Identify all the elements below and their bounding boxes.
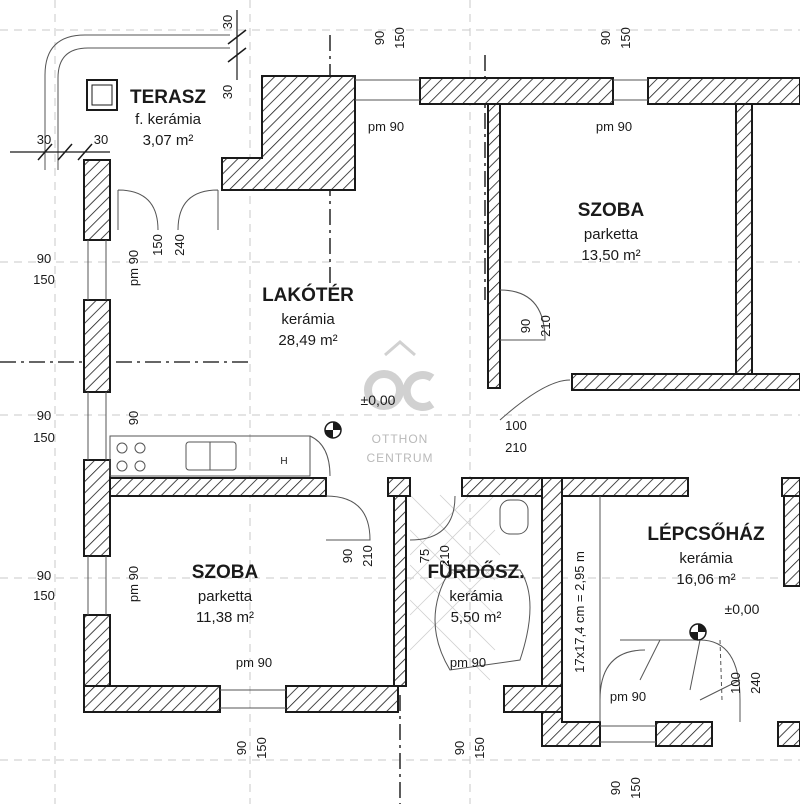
dim-label: 150: [628, 777, 643, 799]
watermark-line2: CENTRUM: [367, 451, 434, 465]
otthon-centrum-logo: [364, 340, 435, 411]
dim-label: pm 90: [126, 250, 141, 286]
dim-label: 30: [94, 132, 108, 147]
room-name-bedroom-2: SZOBA: [192, 562, 259, 583]
watermark-line1: OTTHON: [372, 432, 429, 446]
room-area-bedroom-1: 13,50 m²: [581, 247, 640, 264]
dimension-labels: 30 30 pm 90 pm 90 90 150 90 150 90 150 1…: [33, 119, 646, 704]
dim-label: pm 90: [596, 119, 632, 134]
dim-label: pm 90: [236, 655, 272, 670]
dimension-ticks: [10, 10, 247, 161]
dim-label: 210: [505, 440, 527, 455]
dimension-labels-vertical: 30 30 90 150 90 150 150 240 pm 90 90 90 …: [126, 15, 763, 799]
room-material-bedroom-2: parketta: [198, 588, 253, 605]
room-area-living: 28,49 m²: [278, 332, 337, 349]
level-marker-stair: [689, 623, 707, 641]
dim-label: 150: [392, 27, 407, 49]
doors: [117, 189, 646, 701]
dim-label: 90: [598, 31, 613, 45]
bathroom-tiles: [409, 494, 501, 681]
level-marker-main: [324, 421, 342, 439]
dim-label: 100: [728, 672, 743, 694]
dim-label: 90: [608, 781, 623, 795]
room-name-bathroom: FÜRDŐSZ.: [427, 561, 524, 583]
dim-label: 30: [37, 132, 51, 147]
dim-label: 150: [254, 737, 269, 759]
dim-label: 240: [172, 234, 187, 256]
dim-label: 100: [505, 418, 527, 433]
room-material-terrace: f. kerámia: [135, 111, 202, 128]
dim-label: 30: [220, 85, 235, 99]
room-name-stairwell: LÉPCSŐHÁZ: [647, 523, 765, 545]
dim-label: pm 90: [368, 119, 404, 134]
dim-label: 210: [360, 545, 375, 567]
dim-label: 90: [452, 741, 467, 755]
stair-note: 17x17,4 cm = 2,95 m: [572, 551, 587, 673]
dim-label: 90: [126, 411, 141, 425]
room-material-bathroom: kerámia: [449, 588, 503, 605]
dim-label: 150: [33, 272, 55, 287]
kitchen-counter: [109, 435, 331, 477]
dim-label: pm 90: [610, 689, 646, 704]
dim-label: 90: [372, 31, 387, 45]
dim-label: pm 90: [126, 566, 141, 602]
dim-label: 150: [618, 27, 633, 49]
dim-label: 90: [37, 251, 51, 266]
dim-label: 210: [538, 315, 553, 337]
room-area-stairwell: 16,06 m²: [676, 571, 735, 588]
dim-label: 90: [234, 741, 249, 755]
terrace-drain-icon: [86, 79, 118, 111]
dim-label: 90: [340, 549, 355, 563]
room-area-terrace: 3,07 m²: [143, 132, 194, 149]
room-area-bathroom: 5,50 m²: [451, 609, 502, 626]
dim-label: 90: [37, 408, 51, 423]
walls: [83, 75, 800, 747]
dim-label: 210: [437, 545, 452, 567]
level-label-stair: ±0,00: [725, 601, 760, 617]
dim-label: 240: [748, 672, 763, 694]
dim-label: 75: [417, 549, 432, 563]
dim-label: 150: [150, 234, 165, 256]
room-material-bedroom-1: parketta: [584, 226, 639, 243]
room-name-bedroom-1: SZOBA: [578, 200, 645, 221]
bathroom-fixtures: [434, 499, 531, 671]
room-material-stairwell: kerámia: [679, 550, 733, 567]
fridge-label: H: [280, 456, 287, 467]
dim-label: 90: [518, 319, 533, 333]
staircase: [599, 496, 741, 722]
dim-label: 150: [33, 588, 55, 603]
reference-lines: [0, 35, 486, 804]
room-name-terrace: TERASZ: [130, 87, 206, 108]
room-material-living: kerámia: [281, 311, 335, 328]
level-label-main: ±0,00: [361, 392, 396, 408]
terrace-outline: [44, 34, 656, 743]
dim-label: 150: [33, 430, 55, 445]
room-name-living: LAKÓTÉR: [262, 284, 354, 306]
dim-label: pm 90: [450, 655, 486, 670]
room-area-bedroom-2: 11,38 m²: [196, 609, 254, 626]
dim-label: 150: [472, 737, 487, 759]
dim-label: 90: [37, 568, 51, 583]
dim-label: 30: [220, 15, 235, 29]
